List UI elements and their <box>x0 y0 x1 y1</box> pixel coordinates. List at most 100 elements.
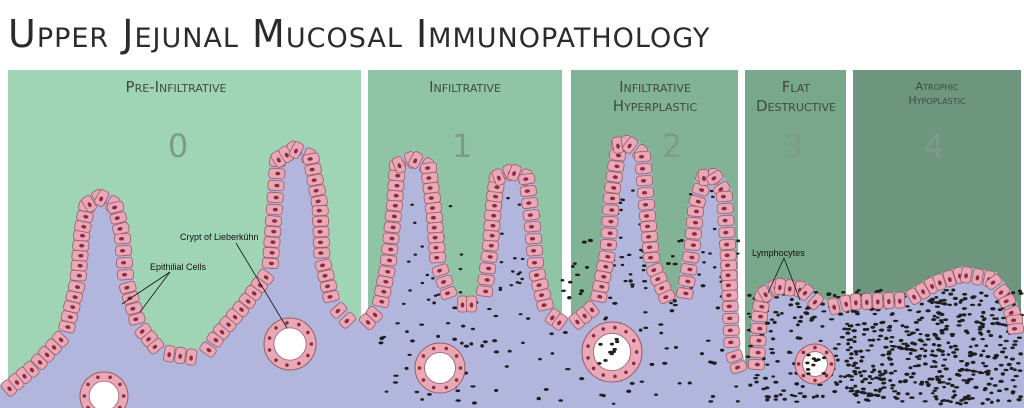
lymphocyte <box>989 391 994 395</box>
lymphocyte <box>967 312 972 316</box>
lymphocyte <box>937 369 942 374</box>
epithelial-cell <box>479 262 497 275</box>
lymphocyte <box>436 293 441 296</box>
lymphocyte <box>431 277 435 280</box>
lymphocyte <box>875 289 881 293</box>
lymphocyte <box>876 338 881 341</box>
lymphocyte <box>996 399 1001 403</box>
lymphocyte <box>943 367 949 371</box>
lymphocyte <box>771 337 776 341</box>
lymphocyte <box>866 392 872 396</box>
lymphocyte <box>985 397 991 401</box>
lymphocyte <box>857 370 862 374</box>
lymphocyte <box>859 374 864 378</box>
lymphocyte <box>1006 362 1012 367</box>
lymphocyte <box>990 400 994 404</box>
epithelial-cell <box>633 150 652 163</box>
epithelial-cell <box>163 345 176 363</box>
lymphocyte <box>492 339 498 343</box>
lymphocyte <box>629 381 635 385</box>
epithelial-cell <box>721 300 739 312</box>
lymphocyte <box>498 286 503 290</box>
lymphocyte <box>719 348 725 352</box>
epithelial-cell <box>723 336 741 348</box>
lymphocyte <box>804 311 810 316</box>
lymphocyte <box>981 318 986 322</box>
epithelial-cell <box>314 258 333 272</box>
lymphocyte <box>995 322 999 325</box>
crypt-cross-section <box>414 342 466 394</box>
epithelial-cell <box>839 294 853 312</box>
epithelial-cell <box>697 168 710 187</box>
lymphocyte <box>506 196 510 200</box>
lymphocyte <box>944 324 950 328</box>
lymphocyte <box>941 291 946 295</box>
stage-number-2: 2 <box>662 127 682 165</box>
lymphocyte <box>867 338 873 342</box>
epithelial-cell <box>482 229 500 242</box>
lymphocyte <box>865 327 870 331</box>
lymphocyte <box>935 336 940 340</box>
lymphocyte <box>560 278 565 282</box>
epithelial-cell <box>721 289 739 301</box>
lymphocyte <box>623 279 628 283</box>
lymphocyte <box>433 294 438 297</box>
lymphocyte <box>845 327 852 331</box>
lymphocyte <box>628 273 633 276</box>
lymphocyte <box>620 263 625 267</box>
crypt-cross-section <box>79 371 129 408</box>
epithelial-cell <box>750 322 768 335</box>
annotation-leaders <box>121 242 801 329</box>
epithelial-cell <box>524 232 543 245</box>
epithelial-cell <box>600 227 618 239</box>
lymphocyte <box>916 357 922 360</box>
epithelial-cell <box>429 251 447 264</box>
lymphocyte <box>1016 397 1022 402</box>
lymphocyte <box>776 313 780 317</box>
lymphocyte <box>839 335 845 339</box>
lymphocyte <box>459 253 464 256</box>
lymphocyte <box>978 325 983 328</box>
lymphocyte <box>854 366 861 370</box>
lymphocyte <box>414 390 420 394</box>
lymphocyte <box>888 371 894 375</box>
lymphocyte <box>934 305 940 308</box>
epithelial-cell <box>477 273 495 286</box>
lymphocyte <box>518 313 523 316</box>
lymphocyte <box>1017 369 1023 372</box>
epithelial-cell <box>385 199 403 212</box>
lymphocyte <box>836 342 841 346</box>
lymphocyte <box>761 357 766 361</box>
lymphocyte <box>948 345 953 349</box>
lymphocyte <box>451 306 458 310</box>
lymphocyte <box>641 268 646 272</box>
lymphocyte <box>626 389 632 393</box>
lymphocyte <box>929 365 935 368</box>
epithelial-cell <box>312 236 330 248</box>
lymphocyte <box>639 380 645 383</box>
lymphocyte <box>642 279 648 283</box>
lymphocyte <box>950 334 955 338</box>
epithelial-cell <box>1006 322 1024 335</box>
epithelial-cell <box>319 279 338 293</box>
lymphocyte <box>469 342 474 346</box>
lymphocyte <box>771 375 776 378</box>
lymphocyte <box>945 382 951 385</box>
epithelial-cell <box>94 189 110 207</box>
epithelial-cell <box>379 254 398 267</box>
epithelial-cell <box>457 295 468 313</box>
lymphocyte <box>918 392 923 395</box>
lymphocyte <box>846 342 850 346</box>
epithelial-cell <box>691 183 710 197</box>
epithelial-cell <box>116 268 135 281</box>
lymphocyte <box>935 311 942 314</box>
epithelial-cell <box>262 246 280 259</box>
epithelial-cell <box>678 275 696 288</box>
lymphocyte <box>939 312 945 316</box>
lymphocyte <box>612 301 618 305</box>
epithelial-cell <box>408 151 424 169</box>
lymphocyte <box>969 303 976 307</box>
lymphocyte <box>679 239 684 242</box>
lymphocyte <box>654 393 659 396</box>
lymphocyte <box>463 344 470 348</box>
